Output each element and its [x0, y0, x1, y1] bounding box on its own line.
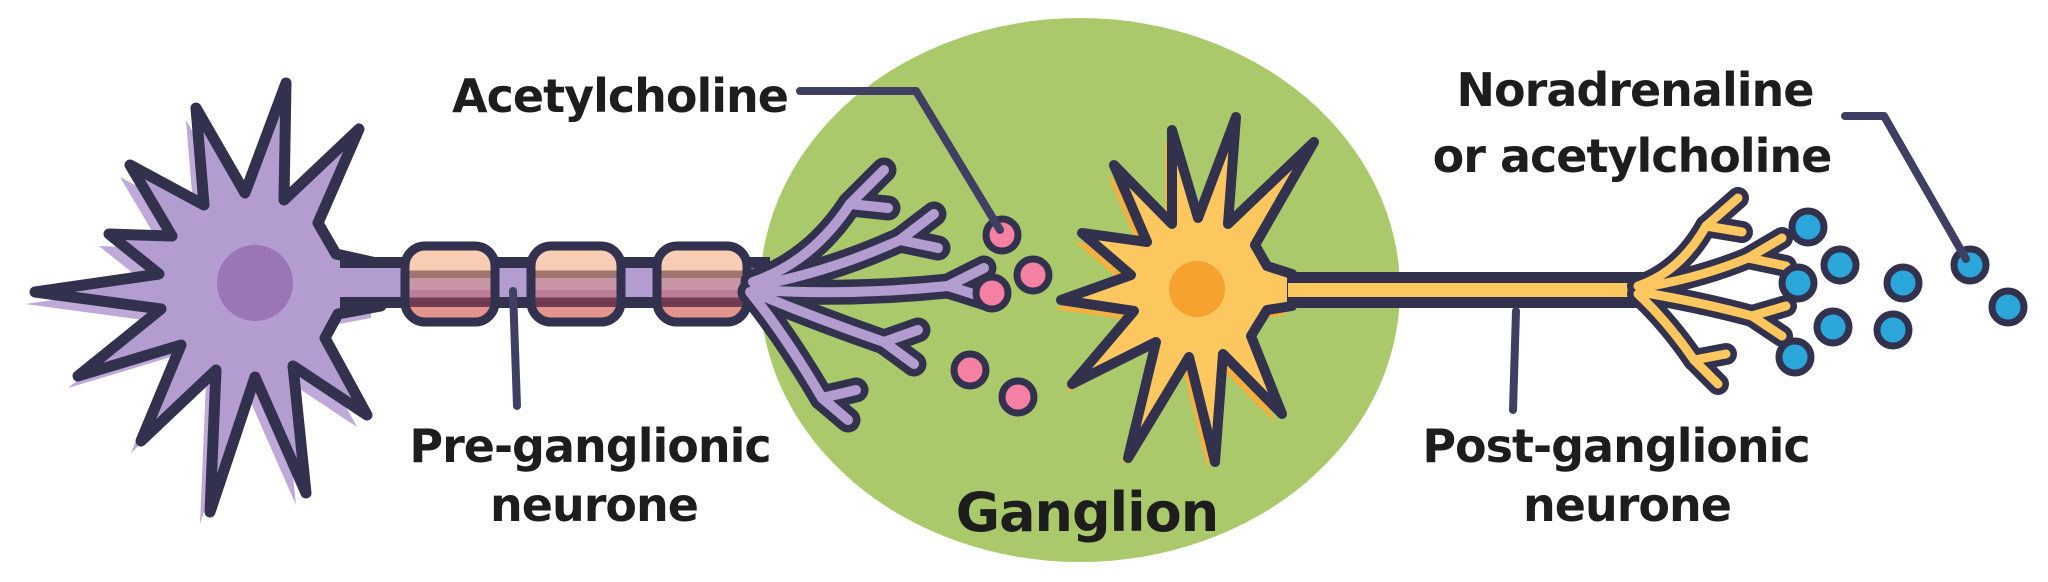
- acetylcholine-vesicle: [982, 215, 1022, 255]
- acetylcholine-leader-line: [796, 87, 1004, 234]
- acetylcholine-vesicles: [950, 215, 1053, 417]
- post-ganglionic-neuron: [1054, 112, 1797, 471]
- pre-ganglionic-leader-line: [509, 287, 521, 410]
- post-axon-terminal: [1627, 187, 1797, 395]
- post-axon: [1288, 283, 1645, 297]
- myelin-segment-1: [400, 241, 500, 327]
- acetylcholine-vesicle: [950, 350, 990, 390]
- pre-ganglionic-label-line1: Pre-ganglionic: [409, 419, 770, 473]
- ganglion-label: Ganglion: [956, 481, 1218, 544]
- noradrenaline-vesicle: [1988, 287, 2028, 327]
- terminal-cores: [745, 165, 991, 425]
- acetylcholine-label: Acetylcholine: [452, 69, 788, 123]
- pre-axon-terminal: [737, 157, 999, 433]
- noradrenaline-vesicle: [1873, 310, 1913, 350]
- noradrenaline-vesicles: [1775, 207, 2028, 377]
- post-ganglionic-label-line1: Post-ganglionic: [1422, 419, 1809, 473]
- noradrenaline-leader-line: [1841, 112, 1970, 263]
- noradrenaline-vesicle: [1820, 245, 1860, 285]
- noradrenaline-label-line1: Noradrenaline: [1457, 63, 1814, 117]
- pre-ganglionic-neuron: [25, 77, 999, 524]
- post-ganglionic-leader-line: [1509, 307, 1520, 414]
- terminal-cores: [1633, 193, 1791, 389]
- myelin-segment-3: [652, 241, 752, 327]
- acetylcholine-vesicle: [998, 377, 1038, 417]
- acetylcholine-vesicle: [1013, 255, 1053, 295]
- pre-neuron-body: [29, 77, 387, 518]
- noradrenaline-vesicle: [1813, 307, 1853, 347]
- pre-ganglionic-label-line2: neurone: [490, 478, 698, 532]
- noradrenaline-vesicle: [1775, 337, 1815, 377]
- post-ganglionic-label-line2: neurone: [1523, 478, 1731, 532]
- noradrenaline-vesicle: [1883, 263, 1923, 303]
- noradrenaline-vesicle: [1788, 207, 1828, 247]
- post-neuron-nucleus: [1169, 261, 1225, 317]
- pre-neuron-nucleus: [217, 245, 293, 321]
- myelin-segment-2: [526, 241, 626, 327]
- noradrenaline-label-line2: or acetylcholine: [1433, 129, 1832, 183]
- acetylcholine-vesicle: [972, 273, 1012, 313]
- noradrenaline-vesicle: [1778, 263, 1818, 303]
